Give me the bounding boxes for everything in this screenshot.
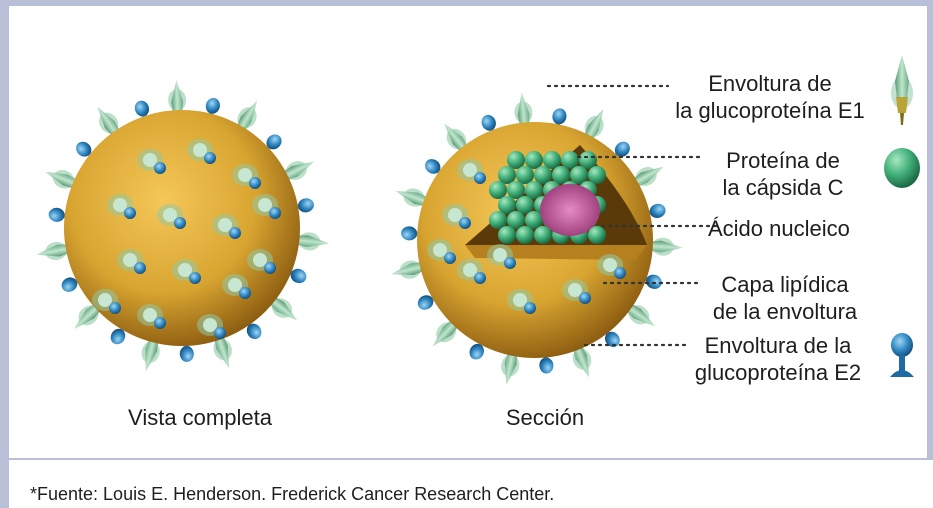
capsid-protein-icon (884, 148, 920, 188)
e2-glycoprotein-icon (890, 333, 914, 377)
nucleic-acid-core (540, 184, 600, 236)
virion-section-view (389, 92, 683, 387)
label-capsid-protein: Proteína de la cápsida C (698, 147, 868, 201)
virion-full-view (35, 80, 330, 374)
label-nucleic-acid: Ácido nucleico (708, 215, 888, 242)
label-e1-glycoprotein: Envoltura de la glucoproteína E1 (664, 70, 876, 124)
label-lipid-layer: Capa lipídica de la envoltura (700, 271, 870, 325)
source-credit: *Fuente: Louis E. Henderson. Frederick C… (30, 484, 554, 505)
label-e2-glycoprotein: Envoltura de la glucoproteína E2 (672, 332, 884, 386)
e1-glycoprotein-icon (891, 55, 913, 125)
caption-section-view: Sección (480, 405, 610, 431)
caption-full-view: Vista completa (100, 405, 300, 431)
